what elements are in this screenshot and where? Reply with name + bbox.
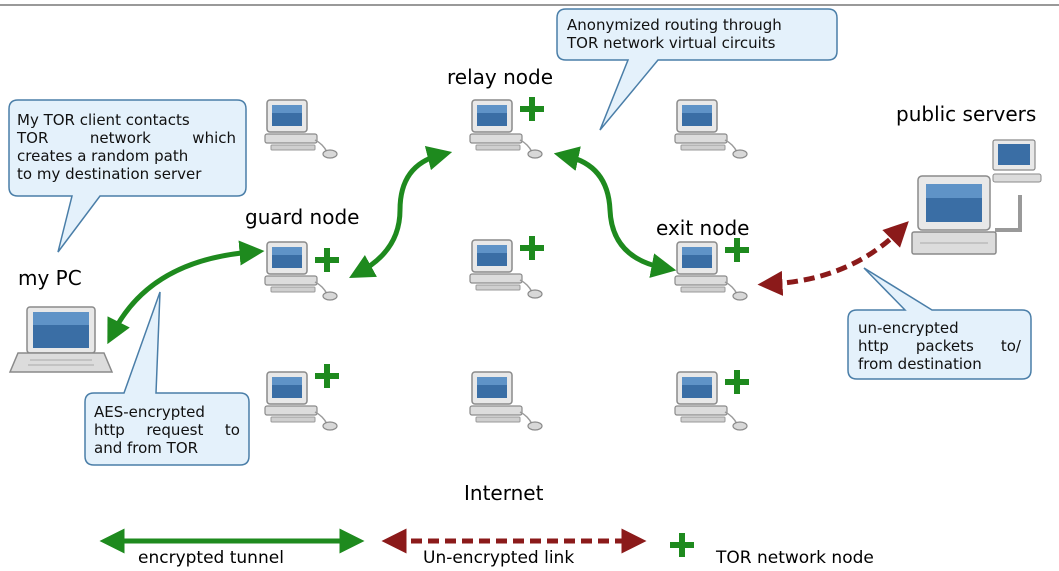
routing-callout-text: Anonymized routing through TOR network v… (567, 16, 782, 52)
server-icon (911, 139, 1042, 255)
legend-encrypted-label: encrypted tunnel (138, 548, 284, 568)
computer-node-3-icon (674, 99, 748, 159)
legend-plus-icon (670, 533, 694, 557)
guard-node-label: guard node (245, 205, 360, 229)
client-callout (8, 99, 247, 253)
exit-node-label: exit node (656, 216, 750, 240)
bottom-node-1-icon (264, 364, 339, 431)
relay-node-icon (469, 97, 544, 159)
public-servers-label: public servers (896, 102, 1037, 126)
aes-callout (84, 291, 250, 466)
guard-node-icon (264, 241, 339, 301)
laptop-icon (8, 306, 114, 373)
exit-node-icon (674, 238, 749, 301)
tunnel-relay-exit (553, 146, 677, 278)
bottom-node-2-icon (469, 371, 543, 431)
computer-node-1-icon (264, 99, 338, 159)
tunnel-guard-relay (349, 145, 453, 279)
legend-unencrypted-label: Un-encrypted link (423, 548, 575, 568)
link-exit-server (757, 221, 909, 296)
my-pc-label: my PC (18, 266, 82, 290)
tunnel-pc-guard (107, 240, 265, 345)
legend-tor-node-label: TOR network node (716, 548, 874, 568)
relay-node-label: relay node (447, 65, 554, 89)
internet-label: Internet (464, 481, 544, 505)
routing-callout (556, 8, 838, 131)
middle-node-icon (469, 236, 544, 299)
bottom-node-3-icon (674, 370, 749, 431)
